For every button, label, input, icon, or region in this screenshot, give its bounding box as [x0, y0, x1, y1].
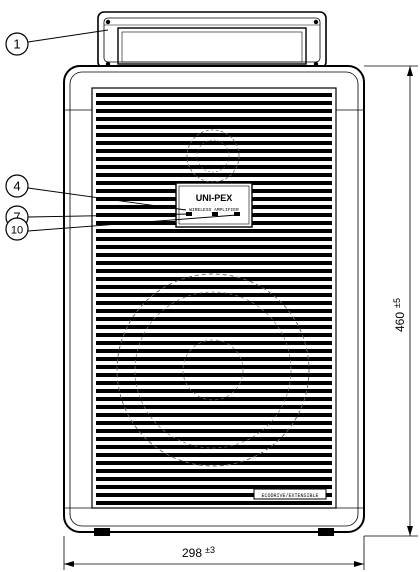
- grille-bar: [96, 133, 332, 137]
- grille-bar: [96, 429, 332, 433]
- grille-bar: [96, 293, 332, 297]
- arrow-left-icon: [64, 561, 74, 567]
- grille-bar: [96, 317, 332, 321]
- grille-bar: [96, 277, 332, 281]
- width-dimension: 298 ±3: [63, 536, 365, 570]
- foot: [94, 528, 110, 536]
- grille-bar: [96, 349, 332, 353]
- grille-bar: [96, 149, 332, 153]
- screw-icon: [105, 19, 111, 25]
- grille-bar: [96, 485, 332, 489]
- logo-brand: UNI-PEX: [196, 193, 233, 203]
- grille-bar: [96, 165, 332, 169]
- grille-bar: [96, 373, 332, 377]
- grille-bar: [96, 341, 332, 345]
- grille-bar: [96, 365, 332, 369]
- woofer-outline: [116, 273, 310, 467]
- grille-bar: [96, 413, 332, 417]
- grille-bar: [96, 501, 332, 505]
- grille-bar: [96, 261, 332, 265]
- logo-panel: UNI-PEX WIRELESS AMPLIFIER: [175, 182, 253, 228]
- indicator-led-right: [234, 212, 240, 216]
- woofer-dustcap-outline: [182, 339, 244, 401]
- grille-bar: [96, 93, 332, 97]
- grille-bar: [96, 309, 332, 313]
- height-value: 460: [393, 312, 407, 332]
- grille-bar: [96, 421, 332, 425]
- height-dimension: 460 ±5: [364, 65, 418, 537]
- callout-number: 7: [13, 210, 20, 225]
- arrow-down-icon: [407, 526, 413, 536]
- callout-number: 1: [13, 37, 20, 52]
- grille-bar: [96, 157, 332, 161]
- grille-bar: [96, 285, 332, 289]
- grille-bar: [96, 301, 332, 305]
- grille-bar: [96, 101, 332, 105]
- grille-bar: [96, 141, 332, 145]
- foot: [318, 528, 334, 536]
- model-badge: ECODRIVE/EXTENSIBLE: [253, 488, 327, 500]
- grille-bar: [96, 237, 332, 241]
- grille-bar: [96, 461, 332, 465]
- arrow-up-icon: [407, 66, 413, 76]
- grille-bar: [96, 245, 332, 249]
- grille-bar: [96, 357, 332, 361]
- grille-bar: [96, 253, 332, 257]
- callout-4: 4: [5, 174, 187, 211]
- callout-1: 1: [5, 29, 109, 56]
- woofer-cone-outline: [134, 291, 292, 449]
- tweeter-inner-outline: [196, 139, 230, 173]
- grille-bar: [96, 325, 332, 329]
- driver-outlines: [116, 129, 310, 467]
- callout-10: 10: [5, 214, 238, 241]
- grille-bar: [96, 381, 332, 385]
- grille-bar: [96, 405, 332, 409]
- width-tolerance: ±3: [205, 545, 215, 555]
- grille-bar: [96, 125, 332, 129]
- logo-subtitle: WIRELESS AMPLIFIER: [189, 207, 239, 213]
- badge-text: ECODRIVE/EXTENSIBLE: [261, 493, 318, 499]
- grille-bar: [96, 469, 332, 473]
- height-tolerance: ±5: [392, 298, 402, 308]
- grille-bar: [96, 229, 332, 233]
- tweeter-outline: [186, 129, 240, 183]
- grille-bar: [96, 493, 332, 497]
- indicator-led-center: [212, 212, 218, 216]
- grille-bar: [96, 453, 332, 457]
- arrow-right-icon: [354, 561, 364, 567]
- grille-bar: [96, 333, 332, 337]
- grille-bar: [96, 397, 332, 401]
- callout-number: 10: [11, 225, 23, 237]
- callout-number: 4: [13, 179, 20, 194]
- handle: [97, 11, 327, 69]
- grille-bar: [96, 477, 332, 481]
- grille-bar: [96, 109, 332, 113]
- grille-bar: [96, 445, 332, 449]
- width-value: 298: [182, 546, 202, 560]
- grille-bar: [96, 437, 332, 441]
- grille-bar: [96, 389, 332, 393]
- screw-icon: [313, 19, 319, 25]
- grille-bar: [96, 269, 332, 273]
- grille-bar: [96, 117, 332, 121]
- grille-bar: [96, 173, 332, 177]
